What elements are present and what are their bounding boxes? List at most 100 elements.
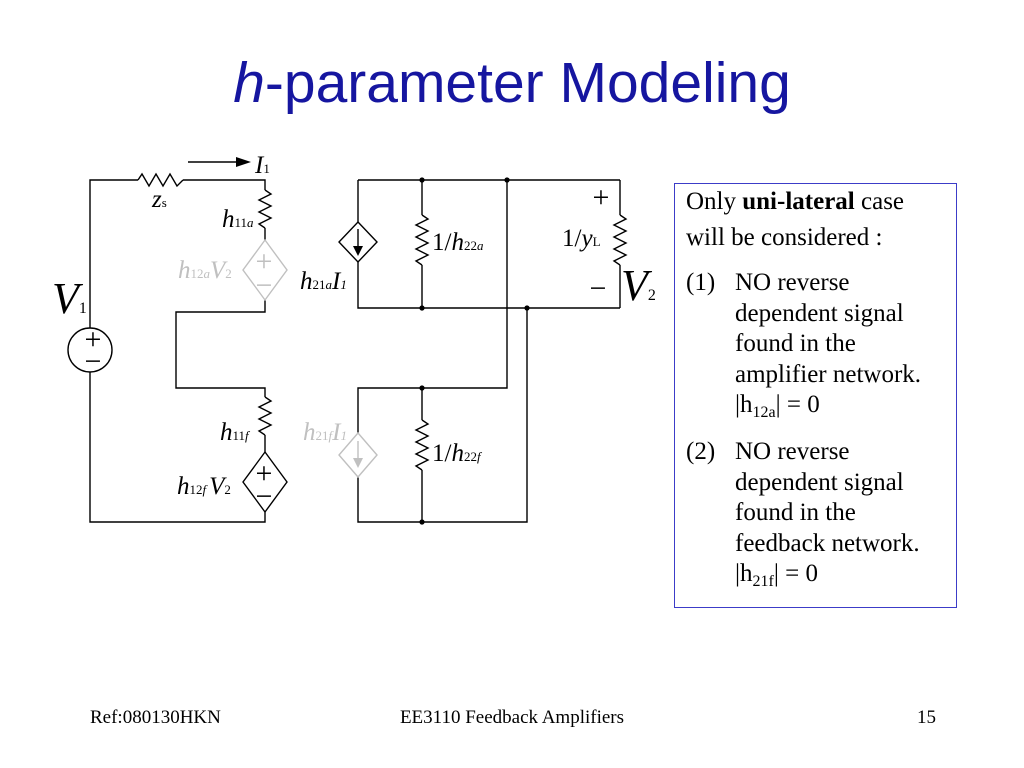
label-subscript: 22 [464, 449, 477, 464]
label-subscript: s [162, 195, 167, 210]
current-arrow-i1 [188, 157, 251, 167]
label-subscript: 12 [190, 482, 203, 497]
uni-lateral-note-box: Only uni-lateral case will be considered… [674, 183, 957, 608]
label-1-over-h22a: 1/h22a [432, 229, 484, 256]
label-subscript: 21 [316, 428, 329, 443]
dependent-voltage-source-h12a: + − [242, 238, 288, 302]
item-line: dependent signal [735, 299, 904, 327]
item-line: found in the [735, 499, 856, 526]
h12a-plus-sign: + [256, 245, 273, 278]
label-h12a-v2-group: h12aV2 [178, 257, 232, 284]
label-symbol: h [220, 419, 233, 446]
label-symbol: h [451, 440, 464, 467]
equation-subscript: 21f [752, 573, 774, 590]
equation-suffix: | = 0 [773, 560, 818, 587]
resistor-h11f [257, 396, 273, 436]
h12f-plus-sign: + [256, 457, 273, 490]
voltage-source-v1: + − [67, 323, 113, 378]
label-symbol: z [151, 186, 162, 213]
label-variable-subscript: 2 [224, 482, 231, 497]
v1-minus-sign: − [85, 345, 102, 378]
h12f-minus-sign: − [256, 480, 273, 513]
label-subscript: 1 [79, 300, 87, 317]
dependent-current-source-h21a [338, 220, 378, 264]
intro-line-1: Only uni-lateral case [686, 184, 956, 220]
label-h11a: h11a [222, 206, 254, 233]
junction-dot [419, 385, 425, 391]
label-subscript-var: a [477, 238, 484, 253]
v2-minus-sign: − [590, 272, 607, 305]
item-number: (1) [686, 269, 716, 296]
label-subscript: 21 [313, 277, 326, 292]
arrow-down-icon [353, 246, 363, 256]
junction-dot [419, 177, 425, 183]
label-symbol: V [621, 261, 653, 310]
label-1-over-yl: 1/yL [562, 225, 601, 252]
diamond-source-outline [242, 238, 288, 302]
label-prefix: 1/ [432, 229, 452, 256]
label-subscript-var: f [203, 482, 209, 497]
label-v2: V2 [621, 261, 656, 310]
footer-course-title: EE3110 Feedback Amplifiers [399, 707, 625, 728]
resistor-1-over-h22f [414, 419, 430, 471]
label-variable-subscript: 1 [340, 277, 347, 292]
item-line: feedback network. [735, 529, 920, 557]
label-h11f: h11f [220, 419, 251, 446]
condition-item-1: (1) NO reverse dependent signal found in… [675, 268, 956, 421]
junction-dot [419, 305, 425, 311]
equation-prefix: |h [735, 560, 753, 587]
label-symbol: h [222, 206, 235, 233]
feedback-network-wires [357, 180, 528, 523]
junction-dot [524, 305, 530, 311]
item-line: dependent signal [735, 468, 904, 496]
arrow-down-icon [353, 458, 363, 468]
label-variable: V [209, 473, 227, 500]
label-v1: V1 [52, 274, 87, 323]
resistor-1-over-h22a [414, 214, 430, 266]
v2-plus-sign: + [593, 181, 610, 214]
label-symbol: V [52, 274, 84, 323]
diamond-source-outline [338, 220, 378, 264]
junction-dots [419, 177, 530, 525]
resistor-zs [137, 172, 184, 188]
dependent-current-source-h21f [338, 431, 378, 479]
circuit-diagram: + − + − + − [52, 152, 656, 525]
voltage-source-circle [67, 327, 113, 373]
junction-dot [419, 519, 425, 525]
label-prefix: 1/ [432, 440, 452, 467]
equation-suffix: | = 0 [775, 391, 820, 418]
diamond-source-outline [338, 431, 378, 479]
condition-equation: |h12a| = 0 [735, 390, 956, 421]
label-subscript-var: a [247, 215, 254, 230]
label-subscript: 11 [233, 428, 246, 443]
title-italic-symbol: h [233, 51, 265, 115]
item-line: NO reverse [735, 269, 850, 296]
label-symbol: h [178, 257, 191, 284]
label-subscript-var: f [477, 449, 483, 464]
h12a-minus-sign: − [256, 269, 273, 302]
label-subscript: 11 [235, 215, 248, 230]
resistor-h11a [257, 189, 273, 229]
intro-line-2: will be considered : [686, 224, 883, 251]
footer-page-number: 15 [917, 707, 936, 728]
item-line: amplifier network. [735, 360, 922, 388]
label-subscript-var: a [326, 277, 333, 292]
label-subscript: 2 [648, 287, 656, 304]
equation-prefix: |h [735, 391, 753, 418]
item-body: NO reverse dependent signal found in the… [735, 437, 956, 590]
label-subscript: 12 [191, 266, 204, 281]
label-variable-subscript: 1 [340, 428, 347, 443]
arrow-head-icon [236, 157, 251, 167]
label-symbol: h [300, 268, 313, 295]
label-subscript: 22 [464, 238, 477, 253]
label-variable: I [331, 268, 342, 295]
label-1-over-h22f: 1/h22f [432, 440, 483, 467]
input-loop-wire [89, 179, 266, 523]
intro-suffix: case [854, 188, 905, 215]
label-h12a-v2: h12aV2 [178, 257, 232, 284]
output-network-wires [357, 179, 621, 309]
equation-subscript: 12a [752, 404, 776, 421]
item-number: (2) [686, 438, 716, 465]
